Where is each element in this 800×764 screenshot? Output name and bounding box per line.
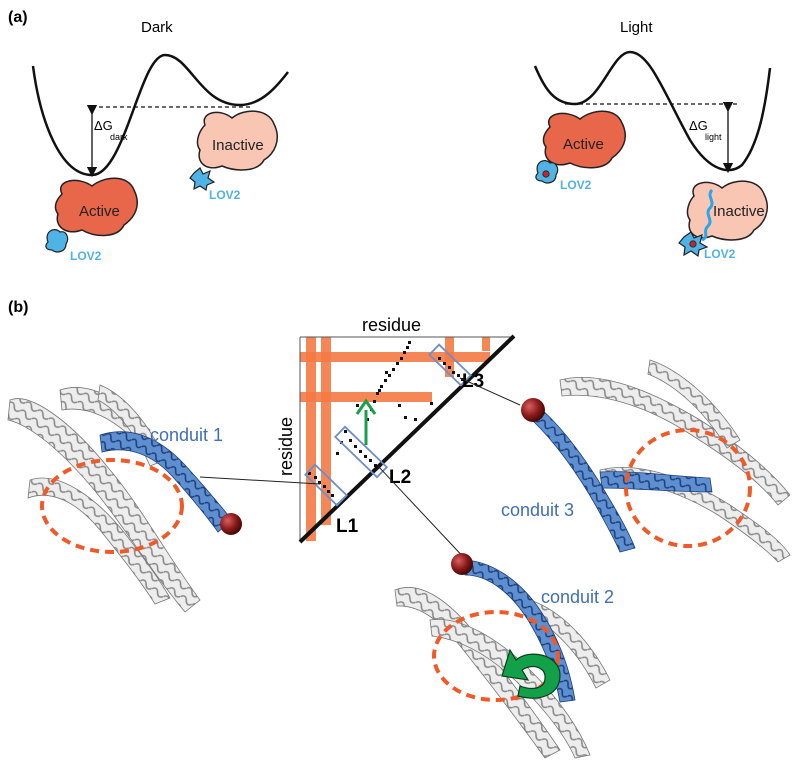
sphere-conduit-2	[451, 553, 473, 575]
helix-gray-1a	[7, 398, 201, 613]
region-label-l2: L2	[389, 467, 411, 488]
site-circle-conduit-3	[624, 428, 752, 548]
matrix-diagonal	[298, 334, 516, 544]
dark-energy-curve	[31, 53, 289, 177]
dark-inactive-lov-shape	[189, 167, 216, 191]
matrix-y-label: residue	[276, 417, 296, 476]
protein-conduit-3: conduit 3	[501, 359, 791, 563]
light-linker-wave	[701, 188, 714, 242]
leader-line-conduit2	[377, 465, 469, 563]
light-delta-sub: light	[705, 132, 722, 142]
matrix-band-v2	[321, 337, 331, 525]
region-label-l1: L1	[336, 516, 359, 537]
light-active-blob	[542, 110, 626, 169]
region-box-l1	[304, 463, 348, 507]
region-label-l3: L3	[462, 371, 484, 392]
dark-delta-g: ΔG	[94, 118, 113, 133]
matrix-band-v4	[482, 337, 490, 351]
helix-gray-1c	[27, 477, 171, 605]
protein-conduit-1: conduit 1	[7, 384, 242, 613]
leader-line-conduit1	[199, 476, 321, 485]
protein-conduit-2: conduit 2	[394, 553, 614, 759]
helix-gray-3a	[559, 377, 791, 506]
dark-active-label: Active	[79, 203, 120, 220]
light-inactive-label: Inactive	[713, 203, 765, 220]
matrix-x-label: residue	[362, 315, 421, 335]
region-box-l2	[334, 425, 388, 479]
leader-line-conduit3	[459, 377, 521, 406]
site-circle-conduit-1	[40, 458, 184, 554]
dark-delta-sub: dark	[110, 132, 128, 142]
matrix-band-v1	[306, 337, 316, 541]
light-delta-g: ΔG	[689, 118, 708, 133]
matrix-band-h2	[300, 392, 432, 402]
dark-inactive-label: Inactive	[212, 137, 264, 154]
matrix-band-h1	[300, 352, 490, 362]
site-circle-conduit-2	[432, 610, 560, 702]
dark-active-lov-label: LOV2	[70, 249, 102, 263]
helix-blue-3a	[531, 407, 636, 553]
matrix-frame	[299, 336, 514, 541]
light-active-lov-label: LOV2	[560, 178, 592, 192]
dark-inactive-lov-label: LOV2	[209, 188, 241, 202]
panel-b-label: (b)	[8, 299, 28, 316]
light-inactive-chromophore	[689, 240, 697, 248]
dark-title: Dark	[141, 19, 173, 36]
light-title: Light	[620, 19, 653, 36]
conduit-1-label: conduit 1	[150, 425, 223, 445]
dark-active-blob	[54, 177, 138, 237]
helix-gray-2b	[429, 618, 591, 759]
helix-gray-3c	[647, 359, 741, 449]
conduit-3-label: conduit 3	[501, 500, 574, 520]
light-active-chromophore	[542, 170, 550, 178]
conduit-2-label: conduit 2	[541, 587, 614, 607]
light-active-label: Active	[563, 136, 604, 153]
dark-inactive-blob	[196, 110, 278, 171]
contact-matrix: residue residue L1 L2 L3	[276, 315, 516, 544]
sphere-conduit-3	[521, 398, 545, 422]
helix-blue-2	[461, 559, 576, 703]
contact-dots	[308, 341, 464, 497]
light-inactive-lov-label: LOV2	[704, 247, 736, 261]
panel-a-label: (a)	[8, 9, 28, 26]
matrix-green-arrowhead	[355, 398, 377, 415]
helix-blue-3b	[599, 471, 713, 493]
dark-active-lov-shape	[45, 229, 69, 253]
conduit-2-green-arrow	[501, 648, 561, 699]
sphere-conduit-1	[220, 513, 242, 535]
